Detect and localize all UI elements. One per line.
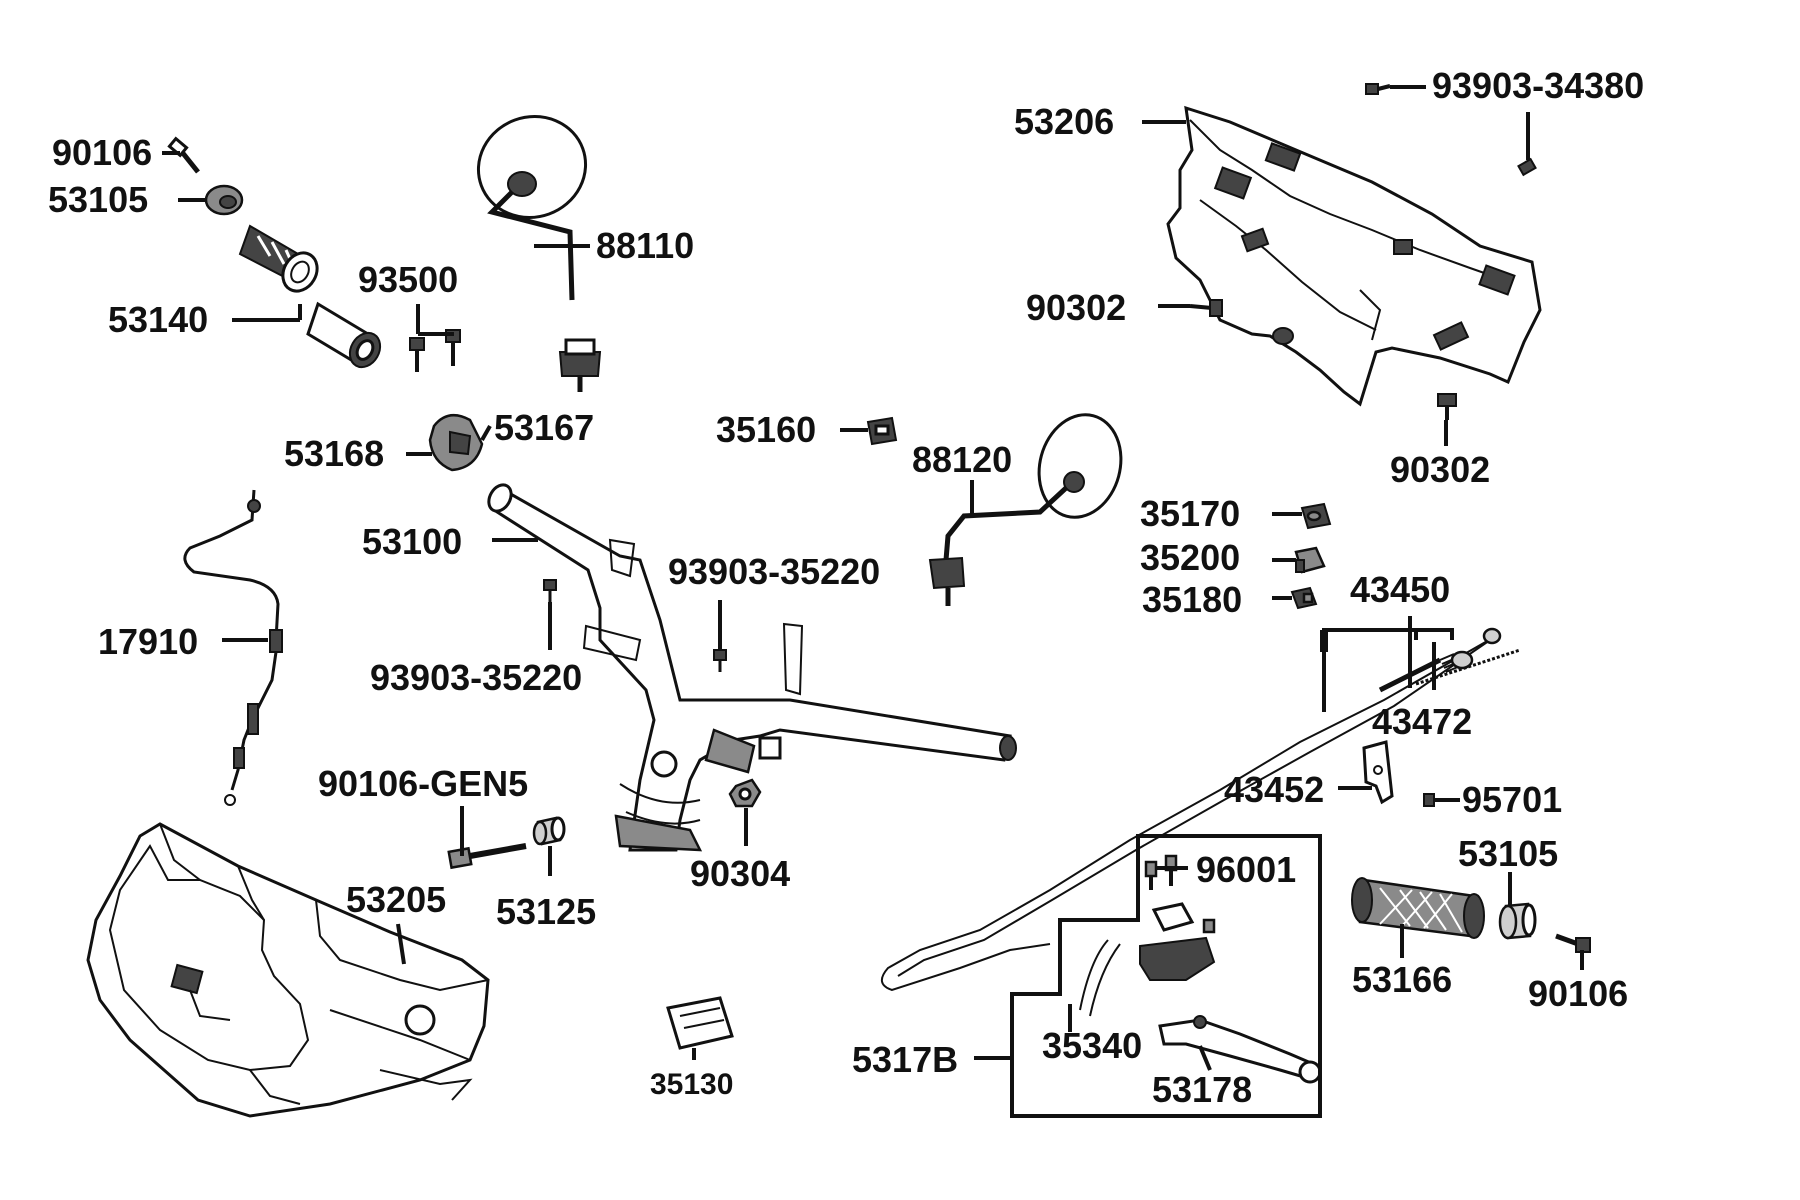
label-53168: 53168 — [284, 433, 384, 474]
switch-35180-drawing — [1290, 586, 1318, 610]
label-90106-gen5: 90106-GEN5 — [318, 763, 528, 804]
label-43450: 43450 — [1350, 569, 1450, 610]
label-90302-right: 90302 — [1390, 449, 1490, 490]
mirror-88110-drawing — [476, 115, 602, 392]
rear-cover-53206-drawing — [1166, 105, 1542, 407]
screw-93903-35220-right-drawing — [713, 649, 727, 672]
label-53140: 53140 — [108, 299, 208, 340]
part-labels: 90106 53105 53140 93500 88110 53167 5316… — [48, 65, 1644, 1110]
screw-90302-left-drawing — [1189, 299, 1223, 317]
label-96001: 96001 — [1196, 849, 1296, 890]
switch-35170-drawing — [1300, 502, 1332, 530]
label-35340: 35340 — [1042, 1025, 1142, 1066]
label-35200: 35200 — [1140, 537, 1240, 578]
label-53105-right: 53105 — [1458, 833, 1558, 874]
screw-90302-right-drawing — [1437, 393, 1457, 420]
label-90302-left: 90302 — [1026, 287, 1126, 328]
grip-end-53105-right-drawing — [1498, 902, 1537, 940]
label-53206: 53206 — [1014, 101, 1114, 142]
label-17910: 17910 — [98, 621, 198, 662]
label-95701: 95701 — [1462, 779, 1562, 820]
screw-93903-35220-left-drawing — [543, 579, 557, 602]
throttle-tube-drawing — [306, 301, 382, 369]
label-53166: 53166 — [1352, 959, 1452, 1000]
label-93903-35220-right: 93903-35220 — [668, 551, 880, 592]
front-cover-53205-drawing — [86, 822, 490, 1118]
label-53100: 53100 — [362, 521, 462, 562]
label-5317b: 5317B — [852, 1039, 958, 1080]
label-43452: 43452 — [1224, 769, 1324, 810]
label-43472: 43472 — [1372, 701, 1472, 742]
label-53125: 53125 — [496, 891, 596, 932]
mirror-88120-drawing — [928, 413, 1123, 606]
grip-53166-drawing — [1351, 877, 1485, 939]
bolt-90106-gen5-drawing — [447, 843, 527, 870]
label-53105-left: 53105 — [48, 179, 148, 220]
label-53205: 53205 — [346, 879, 446, 920]
cable-17910-drawing — [183, 489, 283, 806]
switch-housing-53168-drawing — [428, 413, 484, 472]
label-35160: 35160 — [716, 409, 816, 450]
label-53178: 53178 — [1152, 1069, 1252, 1110]
label-93903-35220-left: 93903-35220 — [370, 657, 582, 698]
leader-lines — [162, 85, 1584, 1071]
brake-master-5317b-drawing — [1079, 854, 1322, 1084]
cable-43450-drawing — [881, 627, 1521, 992]
kit-5317b-box — [1010, 834, 1322, 1118]
grip-53140-drawing — [238, 224, 319, 293]
screw-93903-34380-drawing — [1365, 83, 1537, 177]
bracket-43452-drawing — [1362, 740, 1394, 805]
handlebar-53100-drawing — [487, 483, 1017, 852]
label-93500: 93500 — [358, 259, 458, 300]
collar-53125-drawing — [532, 816, 566, 846]
label-35130: 35130 — [650, 1068, 733, 1101]
screws-93500-drawing — [409, 329, 461, 372]
grip-end-53105-left-drawing — [204, 184, 244, 216]
label-53167: 53167 — [494, 407, 594, 448]
label-93903-34380: 93903-34380 — [1432, 65, 1644, 106]
screw-95701-drawing — [1423, 793, 1448, 807]
switch-35200-drawing — [1294, 546, 1326, 574]
part-35130-drawing — [666, 996, 734, 1050]
label-90106-left: 90106 — [52, 132, 152, 173]
label-88120: 88120 — [912, 439, 1012, 480]
label-35170: 35170 — [1140, 493, 1240, 534]
switch-35160-drawing — [866, 416, 898, 446]
label-90106-right: 90106 — [1528, 973, 1628, 1014]
label-90304: 90304 — [690, 853, 790, 894]
label-88110: 88110 — [596, 225, 694, 266]
bolt-90106-right-drawing — [1555, 933, 1591, 953]
label-35180: 35180 — [1142, 579, 1242, 620]
bolt-90106-left-drawing — [167, 136, 200, 174]
nut-90304-drawing — [728, 778, 762, 808]
